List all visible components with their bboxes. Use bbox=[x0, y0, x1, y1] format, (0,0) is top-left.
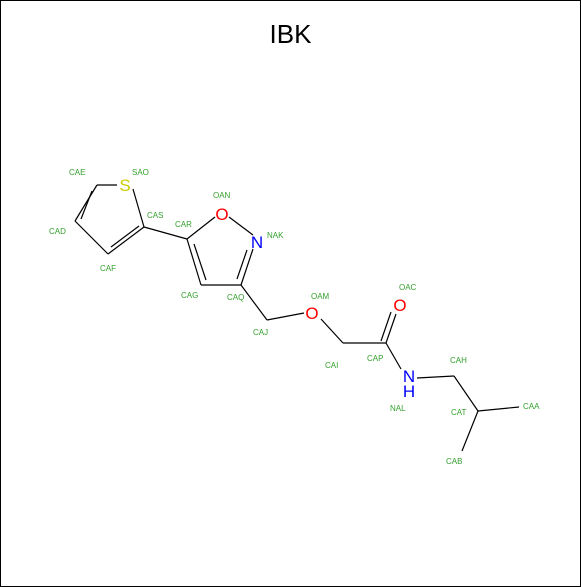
bond-cap-nal bbox=[385, 342, 402, 370]
hydrogen-symbol-nal: H bbox=[403, 382, 415, 401]
molecule-title: IBK bbox=[269, 19, 312, 49]
bond-n-caq bbox=[240, 248, 254, 286]
bond-nal-cah bbox=[416, 375, 455, 379]
bonds bbox=[74, 184, 520, 452]
atom-label-nal: NAL bbox=[390, 404, 406, 413]
atom-label-cap: CAP bbox=[367, 354, 383, 363]
bond-cae-cad-double bbox=[80, 190, 93, 220]
bond-caf-cas bbox=[107, 226, 145, 255]
atom-label-oac: OAC bbox=[399, 283, 417, 292]
atom-label-cab: CAB bbox=[446, 457, 462, 466]
atom-labels: CAE SAO CAS CAD CAF CAR OAN NAK CAG CAQ … bbox=[49, 168, 540, 466]
atom-label-oam: OAM bbox=[311, 292, 330, 301]
atom-label-caj: CAJ bbox=[253, 328, 268, 337]
nitrogen-symbol-nal: N bbox=[403, 367, 415, 386]
atom-label-sao: SAO bbox=[132, 168, 149, 177]
bond-cas-car bbox=[143, 226, 188, 240]
nitrogen-symbol-nak: N bbox=[251, 233, 263, 252]
oxygen-symbol-oan: O bbox=[215, 205, 228, 224]
atom-label-cae: CAE bbox=[69, 168, 85, 177]
bond-caq-caj bbox=[240, 284, 268, 321]
bond-cat-cab bbox=[461, 410, 479, 452]
bond-caj-o bbox=[266, 312, 305, 321]
bond-cat-caa bbox=[477, 406, 520, 412]
atom-label-caa: CAA bbox=[523, 402, 540, 411]
bond-o-cai bbox=[320, 318, 344, 344]
atom-label-cat: CAT bbox=[451, 408, 467, 417]
atom-label-car: CAR bbox=[175, 220, 192, 229]
bond-cap-oac-double bbox=[380, 311, 392, 342]
bond-cag-car-double bbox=[193, 243, 207, 281]
bond-cah-cat bbox=[453, 375, 479, 412]
atom-label-cad: CAD bbox=[49, 227, 66, 236]
bond-s-cas bbox=[132, 188, 145, 228]
sulfur-symbol: S bbox=[119, 176, 130, 195]
atom-label-cai: CAI bbox=[325, 361, 338, 370]
oxygen-symbol-oam: O bbox=[305, 304, 318, 323]
bond-o-n bbox=[228, 216, 254, 236]
atom-label-caf: CAF bbox=[100, 264, 116, 273]
atom-label-cag: CAG bbox=[181, 291, 198, 300]
bond-cae-cad bbox=[74, 184, 98, 222]
atom-label-caq: CAQ bbox=[227, 293, 244, 302]
bond-caf-cas-double bbox=[110, 225, 140, 248]
bond-cad-caf bbox=[74, 220, 109, 255]
atom-label-cah: CAH bbox=[450, 356, 467, 365]
atom-label-nak: NAK bbox=[267, 231, 284, 240]
atom-label-oan: OAN bbox=[213, 191, 231, 200]
atom-label-cas: CAS bbox=[147, 211, 163, 220]
oxygen-symbol-oac: O bbox=[393, 296, 406, 315]
bond-cag-car bbox=[186, 238, 202, 286]
bond-car-o bbox=[186, 216, 216, 240]
bond-cap-oac bbox=[385, 313, 397, 344]
bond-n-caq-double bbox=[236, 249, 248, 280]
